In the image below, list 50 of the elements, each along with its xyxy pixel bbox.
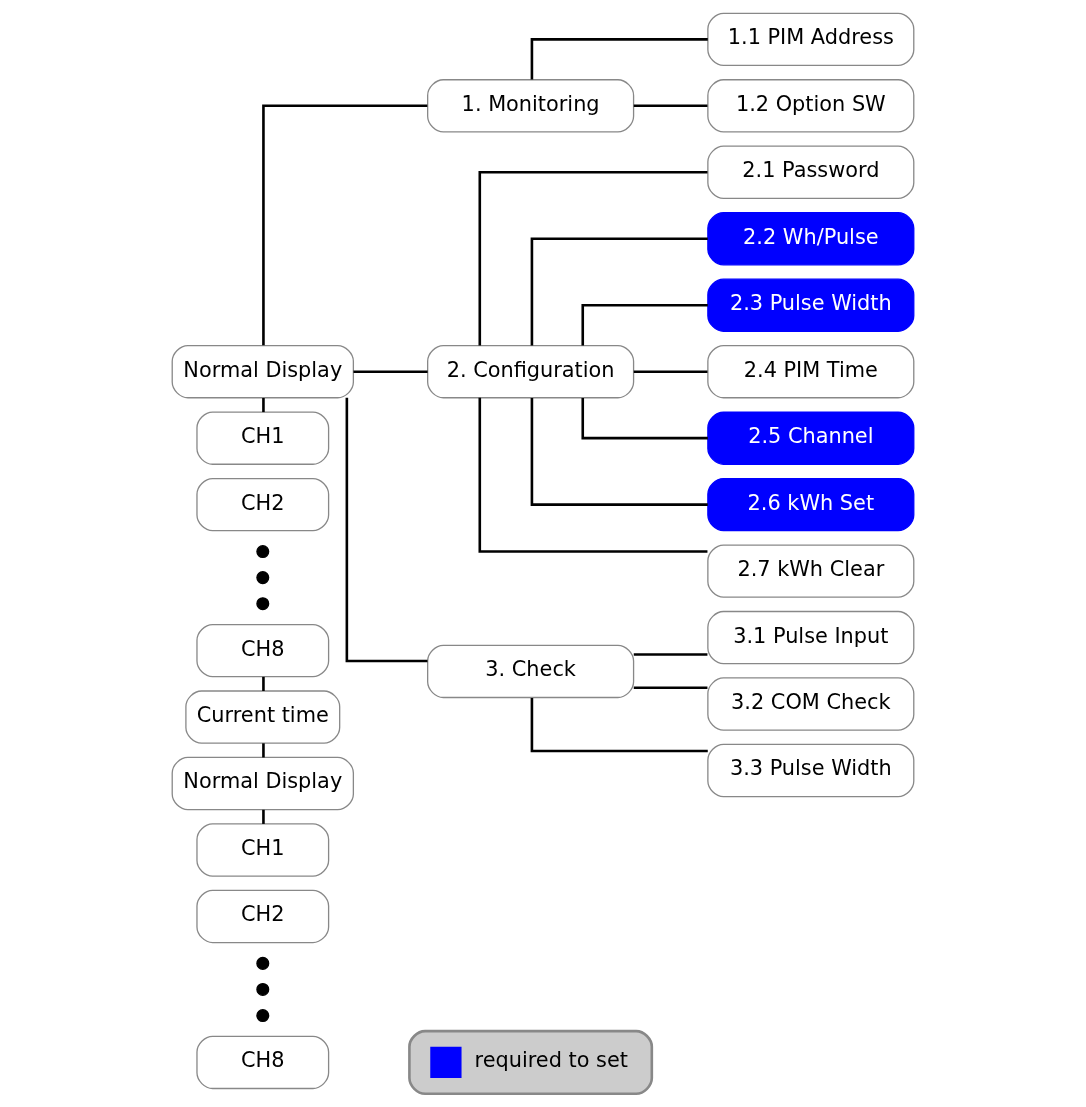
node-box: CH8 bbox=[196, 623, 330, 678]
node-circle bbox=[256, 1009, 270, 1023]
connector bbox=[530, 237, 708, 346]
node-circle bbox=[256, 571, 270, 585]
node-box: CH2 bbox=[196, 889, 330, 944]
connector bbox=[633, 686, 708, 690]
legend-label: required to set bbox=[474, 1048, 628, 1073]
node-box: 1.1 PIM Address bbox=[707, 12, 915, 67]
connector bbox=[581, 397, 708, 440]
connector bbox=[633, 653, 708, 656]
connector bbox=[478, 397, 708, 553]
node-box: CH2 bbox=[196, 477, 330, 532]
node-box: 1.2 Option SW bbox=[707, 79, 915, 133]
node-box: Normal Display bbox=[171, 344, 354, 399]
connector bbox=[633, 370, 708, 373]
node-box: 2.5 Channel bbox=[707, 411, 915, 465]
node-box: 2.3 Pulse Width bbox=[707, 278, 915, 332]
node-box: CH1 bbox=[196, 823, 330, 877]
node-circle bbox=[256, 956, 270, 970]
node-box: CH8 bbox=[196, 1035, 330, 1090]
node-box: 3.2 COM Check bbox=[707, 677, 915, 731]
node-box: 2.2 Wh/Pulse bbox=[707, 212, 915, 266]
node-box: 2.4 PIM Time bbox=[707, 344, 915, 399]
connector bbox=[530, 697, 708, 753]
node-box: 2.1 Password bbox=[707, 145, 915, 199]
connector bbox=[262, 743, 265, 758]
node-box: 3. Check bbox=[427, 644, 635, 699]
node-circle bbox=[256, 545, 270, 559]
node-circle bbox=[256, 982, 270, 996]
node-box: CH1 bbox=[196, 411, 330, 465]
connector bbox=[262, 809, 265, 824]
node-box: Normal Display bbox=[171, 756, 354, 811]
connector bbox=[530, 38, 708, 80]
node-box: 2.7 kWh Clear bbox=[707, 544, 915, 598]
node-box: 2. Configuration bbox=[427, 344, 635, 399]
connector bbox=[353, 370, 428, 373]
node-circle bbox=[256, 597, 270, 611]
connector bbox=[345, 397, 428, 663]
connector bbox=[530, 397, 708, 506]
connector bbox=[633, 104, 708, 108]
connector bbox=[478, 171, 708, 346]
node-box: 3.1 Pulse Input bbox=[707, 610, 915, 665]
connector bbox=[262, 104, 428, 346]
connector bbox=[262, 676, 265, 691]
node-box: 1. Monitoring bbox=[427, 79, 635, 133]
node-box: 3.3 Pulse Width bbox=[707, 743, 915, 798]
connector bbox=[262, 397, 265, 413]
node-box: Current time bbox=[185, 690, 341, 744]
connector bbox=[581, 303, 708, 346]
node-box: 2.6 kWh Set bbox=[707, 477, 915, 532]
